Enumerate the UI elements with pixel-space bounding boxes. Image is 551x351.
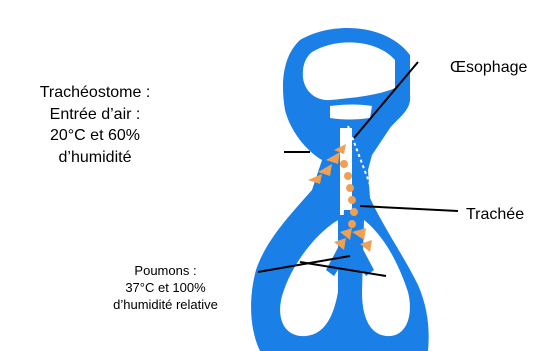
- tracheostome-label-line: Trachéostome :: [20, 82, 170, 104]
- lungs-label-line: 37°C et 100%: [88, 280, 243, 297]
- lungs-label-line: d’humidité relative: [88, 297, 243, 314]
- tracheostome-label-line: Entrée d’air :: [20, 104, 170, 126]
- lungs-label: Poumons : 37°C et 100% d’humidité relati…: [88, 263, 243, 314]
- pharynx-cavity: [330, 105, 372, 120]
- tracheostome-label-line: 20°C et 60%: [20, 125, 170, 147]
- oral-nasal-cavity: [303, 42, 395, 100]
- lungs-label-line: Poumons :: [88, 263, 243, 280]
- trachea-label: Trachée: [466, 204, 524, 226]
- tracheostome-label-line: d’humidité: [20, 147, 170, 169]
- tracheostome-label: Trachéostome : Entrée d’air : 20°C et 60…: [20, 82, 170, 168]
- oesophagus-label: Œsophage: [450, 57, 527, 79]
